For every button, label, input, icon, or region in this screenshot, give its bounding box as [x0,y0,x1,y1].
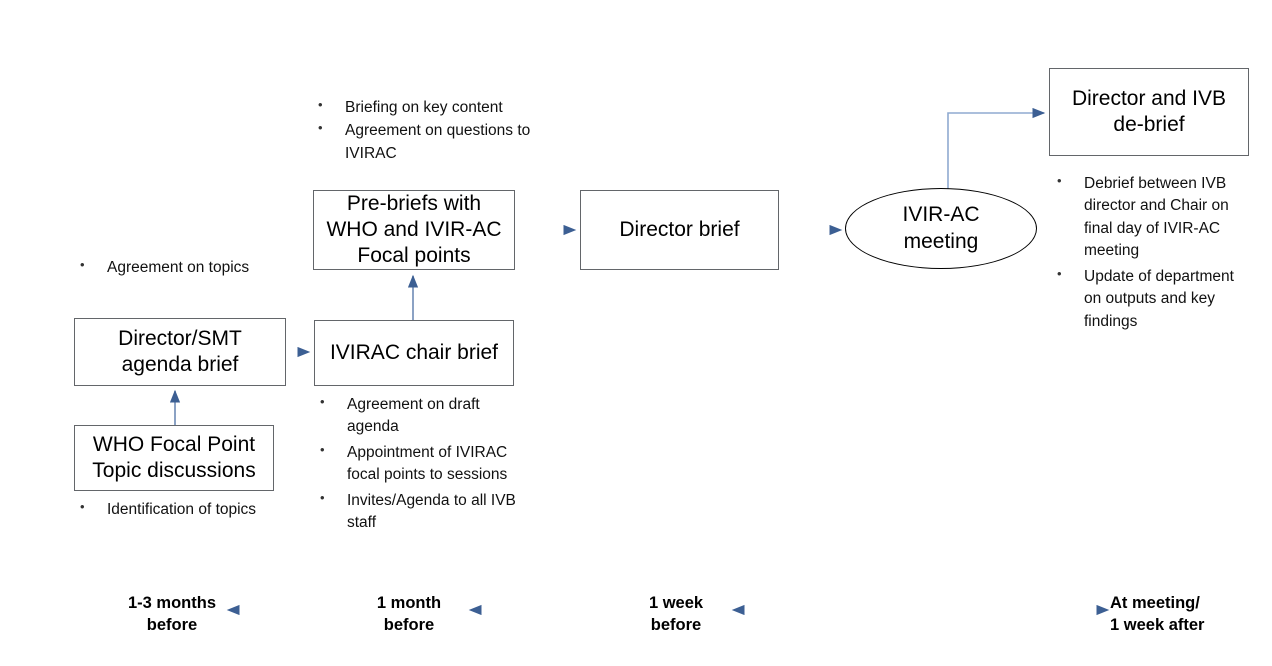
node-director-ivb-debrief-label: Director and IVB de-brief [1071,86,1227,136]
node-pre-briefs-label: Pre-briefs with WHO and IVIR-AC Focal po… [326,191,502,268]
node-director-brief[interactable]: Director brief [580,190,779,270]
node-pre-briefs[interactable]: Pre-briefs with WHO and IVIR-AC Focal po… [313,190,515,270]
timeline-label-1-week-before: 1 week before [648,594,704,635]
annotation-pre-briefs: Briefing on key content Agreement on que… [316,96,531,166]
timeline-label-1-month-before: 1 month before [376,594,442,635]
annotation-director-smt: Agreement on topics [78,256,283,280]
bullet-item: Update of department on outputs and key … [1055,265,1255,333]
annotation-debrief: Debrief between IVB director and Chair o… [1055,172,1255,334]
connector-ivirac-meeting-to-debrief [947,107,1046,190]
node-director-ivb-debrief[interactable]: Director and IVB de-brief [1049,68,1249,156]
node-director-smt[interactable]: Director/SMT agenda brief [74,318,286,386]
ellipse-shape [845,188,1037,269]
bullet-item: Invites/Agenda to all IVB staff [318,489,523,535]
bullet-item: Briefing on key content [316,96,531,119]
node-director-brief-label: Director brief [619,217,740,241]
node-ivirac-chair-brief[interactable]: IVIRAC chair brief [314,320,514,386]
bullet-item: Appointment of IVIRAC focal points to se… [318,441,523,487]
node-ivirac-meeting[interactable]: IVIR-AC meeting [845,188,1037,269]
annotation-who-focal-point: Identification of topics [78,498,283,522]
annotation-ivirac-chair: Agreement on draft agenda Appointment of… [318,393,523,536]
bullet-item: Agreement on topics [78,256,283,279]
bullet-item: Debrief between IVB director and Chair o… [1055,172,1255,263]
timeline-label-1-3-months-before: 1-3 months before [127,594,216,635]
node-ivirac-meeting-label: IVIR-AC meeting [902,203,980,253]
bullet-item: Identification of topics [78,498,283,521]
node-director-smt-label: Director/SMT agenda brief [118,326,242,376]
bullet-item: Agreement on questions to IVIRAC [316,119,531,165]
timeline-label-at-meeting-1-week-after: At meeting/ 1 week after [1110,594,1205,635]
node-who-focal-point-label: WHO Focal Point Topic discussions [92,432,256,482]
node-who-focal-point[interactable]: WHO Focal Point Topic discussions [74,425,274,491]
node-ivirac-chair-brief-label: IVIRAC chair brief [329,340,499,364]
bullet-item: Agreement on draft agenda [318,393,523,439]
